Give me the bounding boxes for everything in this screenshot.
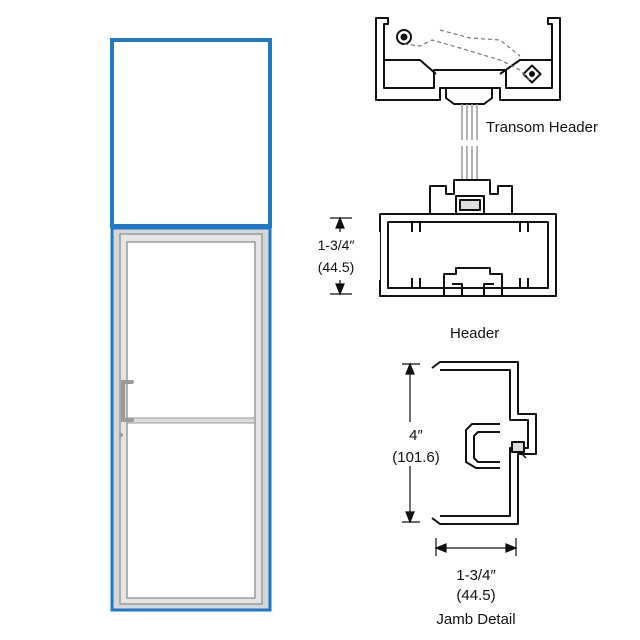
header-glazing-pocket [429, 179, 513, 214]
jamb-depth-dimension [434, 538, 518, 556]
transom-glass [461, 104, 478, 140]
jamb-stop [465, 423, 500, 469]
transom-to-header-glass [461, 146, 478, 180]
transom-header-inner [384, 59, 552, 75]
header-label: Header [450, 325, 499, 342]
push-bar [126, 417, 256, 424]
transom-glazing-stop [445, 88, 493, 105]
jamb-depth-inches: 1-3/4″ [456, 567, 496, 584]
jamb-section [431, 361, 537, 525]
jamb-profile [431, 361, 537, 525]
lock-cylinder [119, 433, 123, 437]
transom-header-section [375, 17, 561, 140]
header-section [379, 179, 557, 297]
header-tube [379, 213, 557, 297]
jamb-width-mm: (101.6) [392, 449, 440, 466]
header-tube-inner [387, 221, 549, 289]
jamb-profile-inner [440, 369, 529, 517]
transom-dashed-path [403, 39, 531, 81]
transom-header-label: Transom Header [486, 119, 598, 136]
header-bottom-stop [443, 267, 503, 296]
jamb-width-inches: 4″ [409, 427, 423, 444]
door-elevation [110, 38, 272, 612]
transom-frame [110, 38, 272, 228]
jamb-detail-label: Jamb Detail [436, 611, 515, 628]
header-dim-mm: (44.5) [318, 259, 355, 275]
transom-header-profile [375, 17, 561, 101]
jamb-depth-mm: (44.5) [456, 587, 495, 604]
header-dim-inches: 1-3/4″ [318, 237, 355, 253]
pull-handle [121, 380, 134, 422]
